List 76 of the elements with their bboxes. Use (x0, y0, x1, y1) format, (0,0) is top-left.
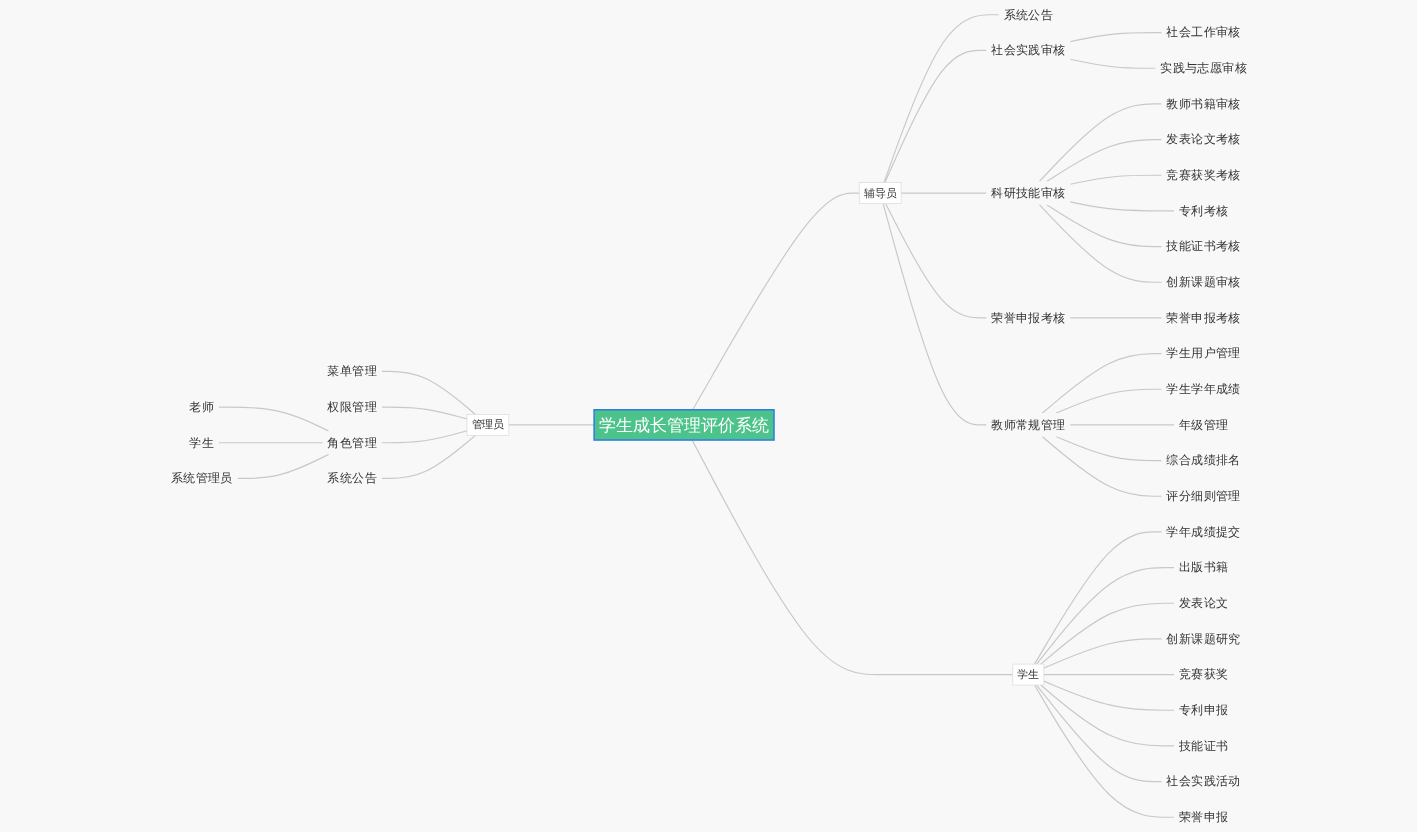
node-text: 创新课题审核 (1165, 274, 1241, 290)
connector (1033, 531, 1162, 665)
connector (1035, 684, 1162, 783)
node-text: 竞赛获奖 (1178, 666, 1229, 682)
node-box: 学生 (1012, 663, 1044, 686)
connector (1033, 684, 1175, 818)
node-text: 教师书籍审核 (1165, 96, 1241, 111)
node-text: 实践与志愿审核 (1159, 60, 1247, 76)
node-text: 发表论文 (1178, 595, 1229, 611)
connector (1038, 103, 1162, 182)
node-text: 学年成绩提交 (1165, 524, 1241, 539)
node-text: 菜单管理 (327, 363, 377, 379)
connector (1042, 674, 1175, 676)
node-text: 技能证书考核 (1165, 238, 1241, 254)
node-text: 专利申报 (1178, 702, 1229, 718)
connector (1045, 204, 1162, 248)
node-box: 辅导员 (858, 182, 902, 204)
node-text: 荣誉申报 (1178, 809, 1229, 825)
connector (1035, 567, 1175, 665)
connector (1039, 602, 1175, 665)
connector (236, 453, 329, 479)
connector (884, 202, 987, 319)
node-box: 管理员 (466, 414, 509, 436)
connector (1054, 388, 1162, 414)
node-text: 老师 (188, 399, 214, 415)
connector (883, 49, 987, 184)
node-text: 评分细则管理 (1165, 488, 1241, 504)
connector (900, 192, 987, 194)
node-text: 社会实践活动 (1165, 773, 1241, 789)
node-box: 学生成长管理评价系统 (592, 409, 775, 441)
connector (380, 370, 476, 415)
node-text: 综合成绩排名 (1165, 452, 1241, 468)
node-text: 系统公告 (327, 470, 377, 486)
connector (380, 406, 468, 420)
connector (1069, 174, 1162, 185)
connector (1041, 435, 1162, 497)
connector (882, 202, 987, 426)
node-text: 系统公告 (1003, 6, 1053, 22)
connector (883, 14, 1000, 184)
node-text: 出版书籍 (1178, 559, 1229, 575)
connector (1069, 32, 1162, 43)
node-text: 系统管理员 (170, 470, 233, 486)
node-text: 专利考核 (1178, 203, 1229, 218)
node-text: 荣誉申报考核 (990, 310, 1066, 325)
connector (217, 406, 329, 432)
node-text: 角色管理 (327, 434, 377, 450)
connector (217, 442, 323, 444)
connector (1041, 353, 1162, 414)
node-text: 教师常规管理 (990, 417, 1066, 432)
connector (1054, 435, 1162, 462)
connector (1045, 139, 1162, 182)
connector (1069, 201, 1175, 212)
connector (691, 439, 1014, 676)
connector (1039, 684, 1175, 747)
connector (1069, 424, 1175, 426)
node-text: 年级管理 (1178, 417, 1229, 432)
node-text: 发表论文考核 (1165, 131, 1241, 147)
node-text: 学生 (188, 434, 214, 450)
node-text: 权限管理 (327, 399, 377, 415)
connector (1042, 638, 1162, 669)
node-text: 荣誉申报考核 (1165, 310, 1241, 325)
connector (1069, 58, 1156, 69)
node-text: 社会实践审核 (990, 42, 1066, 58)
node-text: 社会工作审核 (1165, 24, 1241, 40)
node-text: 学生学年成绩 (1165, 381, 1241, 397)
node-text: 竞赛获奖考核 (1165, 167, 1241, 183)
connector (380, 434, 476, 479)
node-text: 科研技能审核 (990, 185, 1066, 201)
node-text: 学生用户管理 (1165, 345, 1241, 361)
node-text: 技能证书 (1178, 738, 1229, 753)
connector (380, 430, 468, 444)
connector (1038, 204, 1162, 283)
node-text: 创新课题研究 (1165, 631, 1241, 646)
connector (1069, 317, 1162, 319)
connector (691, 192, 860, 411)
connector (1042, 680, 1175, 711)
